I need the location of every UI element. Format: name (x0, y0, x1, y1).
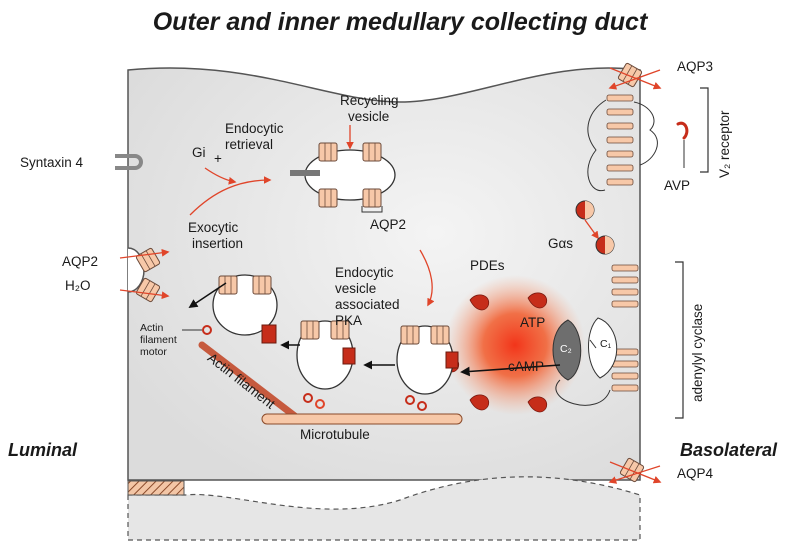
aqp4-arrow-1 (608, 465, 661, 484)
gi-arrow (204, 167, 237, 185)
actin-filament-motor-line-2: filament (140, 334, 177, 346)
cyclase-c1-domain (588, 317, 618, 379)
lower-cell-outline (127, 476, 641, 541)
recycling-vesicle-tether (290, 170, 320, 176)
exocytic-insertion-line-2: insertion (192, 236, 244, 251)
v2-receptor (587, 94, 658, 192)
pka-block-1 (261, 324, 277, 344)
atp-label: ATP (520, 315, 546, 330)
c1-pointer (589, 339, 597, 349)
luminal-label: Luminal (8, 440, 78, 460)
aqp2-top-label: AQP2 (370, 217, 407, 232)
recycling-vesicle-line-1: Recycling (340, 93, 399, 108)
endocytic-vesicle-pka-line-1: Endocytic (335, 265, 394, 280)
cyclase-loop (555, 379, 611, 406)
c1-label: C₁ (600, 338, 612, 350)
g-alpha-s-label: Gαs (548, 236, 574, 251)
pdes-label: PDEs (470, 258, 505, 273)
aqp4-label: AQP4 (677, 466, 714, 481)
recycling-vesicle-line-2: vesicle (348, 109, 390, 124)
v2-bracket (700, 87, 709, 173)
water-arrow-2 (119, 289, 170, 300)
pka-block-3 (445, 351, 459, 369)
aqp3-arrow-1 (608, 69, 661, 90)
diagram-title: Outer and inner medullary collecting duc… (152, 8, 648, 36)
endocytic-retrieval-line-2: retrieval (225, 137, 274, 152)
aqp2-bracket (361, 206, 383, 213)
aqp2-left-label: AQP2 (62, 254, 99, 269)
camp-arrow (460, 364, 561, 377)
endocytic-vesicle-pka-line-2: vesicle (335, 281, 377, 296)
actin-filament (198, 341, 304, 424)
water-arrow-1 (119, 248, 170, 259)
adenylyl-cyclase-bracket (675, 261, 684, 419)
microtubule-label: Microtubule (300, 427, 370, 442)
retrieval-arrow (189, 176, 272, 216)
microtubule (261, 413, 463, 425)
actin-filament-motor-line-1: Actin (140, 322, 164, 334)
gi-plus-label: + (214, 151, 222, 166)
basolateral-label: Basolateral (680, 440, 778, 460)
avp-label: AVP (664, 178, 691, 193)
aqp3-label: AQP3 (677, 59, 714, 74)
exocytic-arrow (188, 282, 227, 308)
gi-label: Gi (192, 145, 206, 160)
syntaxin-4-icon (115, 154, 143, 170)
c2-label: C₂ (560, 343, 572, 355)
exocytic-insertion-line-1: Exocytic (188, 220, 239, 235)
tight-junction (127, 480, 185, 496)
aqp4-arrow-2 (609, 461, 662, 484)
endocytic-retrieval-line-1: Endocytic (225, 121, 284, 136)
endocytic-vesicle-pka-line-3: associated (335, 297, 400, 312)
actin-filament-motor-line-3: motor (140, 346, 167, 358)
avp-icon (676, 121, 689, 140)
motor-icons (202, 325, 427, 411)
adenylyl-cyclase-label: adenylyl cyclase (690, 303, 705, 402)
camp-label: cAMP (508, 359, 545, 374)
endocytic-vesicle-pka-line-4: PKA (335, 313, 363, 328)
pka-block-2 (342, 347, 356, 365)
v2-receptor-label: V₂ receptor (717, 110, 732, 178)
aqp3-arrow-2 (609, 67, 662, 90)
recycling-to-pka-arrow (419, 249, 435, 307)
syntaxin-4-label: Syntaxin 4 (20, 155, 84, 170)
h2o-label: H₂O (65, 278, 91, 293)
